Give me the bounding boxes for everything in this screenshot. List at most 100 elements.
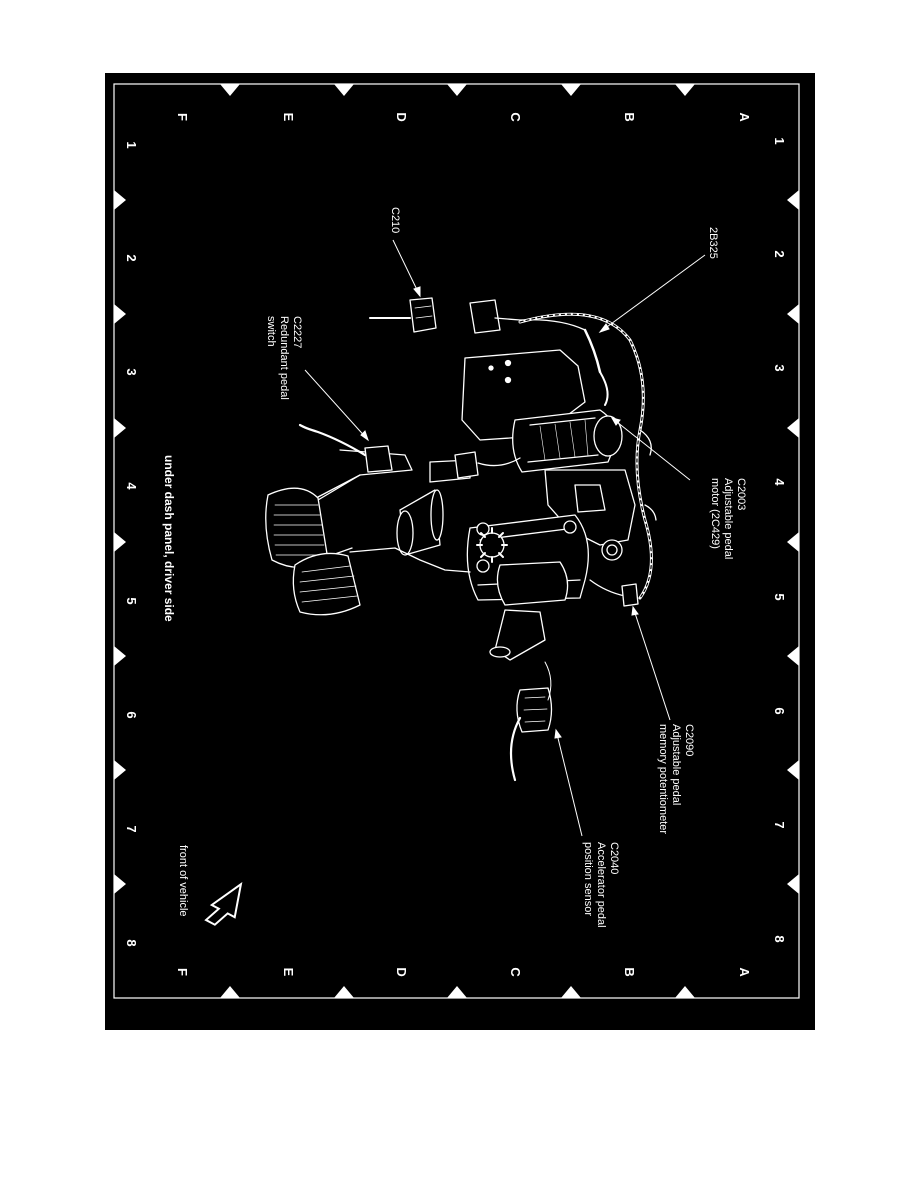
grid-letter-top-D: D bbox=[394, 112, 409, 121]
potentiometer-cable bbox=[589, 579, 626, 597]
brake-switch bbox=[454, 451, 479, 479]
harness-branch bbox=[599, 371, 609, 406]
callout-c2227-line-0: C2227 bbox=[291, 316, 303, 348]
grid-letter-bottom-C: C bbox=[508, 967, 523, 977]
callout-c2003-line-0: C2003 bbox=[735, 478, 747, 510]
grid-tick-top bbox=[220, 84, 240, 96]
callout-c2090-line-0: C2090 bbox=[683, 724, 695, 756]
callout-c2040-line-0: C2040 bbox=[608, 842, 620, 874]
grid-tick-bottom bbox=[447, 986, 467, 998]
grid-tick-right bbox=[787, 760, 799, 780]
diagram-background bbox=[105, 73, 815, 1030]
grid-tick-left bbox=[114, 646, 126, 666]
grid-letter-top-C: C bbox=[508, 112, 523, 122]
harness-branch bbox=[583, 328, 602, 374]
grid-number-left-7: 7 bbox=[124, 825, 139, 832]
housing-bolt bbox=[476, 522, 490, 536]
grid-tick-bottom bbox=[561, 986, 581, 998]
redundant-switch-connector bbox=[364, 445, 393, 473]
grid-tick-bottom bbox=[220, 986, 240, 998]
grid-number-left-6: 6 bbox=[124, 711, 139, 718]
callout-c210-line-0: C210 bbox=[389, 207, 401, 233]
grid-tick-top bbox=[561, 84, 581, 96]
grid-tick-right bbox=[787, 874, 799, 894]
app-sensor-body bbox=[496, 561, 569, 606]
c2003-connector bbox=[469, 299, 501, 334]
accelerator-pedal-pad bbox=[292, 552, 361, 616]
grid-tick-left bbox=[114, 874, 126, 894]
c2003-wire bbox=[494, 317, 586, 331]
grid-number-right-6: 6 bbox=[772, 707, 787, 714]
grid-number-right-7: 7 bbox=[772, 821, 787, 828]
callout-leaders bbox=[304, 239, 706, 837]
grid-tick-right bbox=[787, 532, 799, 552]
pedal-assembly-illustration bbox=[265, 297, 657, 782]
c2040-connector bbox=[516, 687, 553, 733]
c2090-connector bbox=[621, 583, 639, 607]
bracket-bolt bbox=[504, 359, 512, 367]
bracket-bolt bbox=[488, 365, 494, 371]
callout-c2227-line-1: Redundant pedal bbox=[278, 316, 290, 400]
callout-c2003: C2003 Adjustable pedal motor (2C429) bbox=[709, 478, 747, 559]
grid-number-left-2: 2 bbox=[124, 254, 139, 261]
grid-tick-left bbox=[114, 760, 126, 780]
callout-c2227: C2227 Redundant pedal switch bbox=[265, 316, 303, 400]
grid-tick-left bbox=[114, 304, 126, 324]
app-sensor-arm bbox=[494, 609, 546, 661]
grid-number-left-3: 3 bbox=[124, 368, 139, 375]
callout-harness-line-0: 2B325 bbox=[707, 227, 719, 259]
callout-c2227-line-2: switch bbox=[265, 316, 277, 347]
grid-number-right-2: 2 bbox=[772, 250, 787, 257]
grid-number-left-4: 4 bbox=[124, 482, 139, 490]
grid-number-right-4: 4 bbox=[772, 478, 787, 486]
grid-number-left-8: 8 bbox=[124, 939, 139, 946]
grid-tick-right bbox=[787, 304, 799, 324]
grid-ticks bbox=[114, 84, 799, 998]
grid-letter-top-E: E bbox=[281, 113, 296, 122]
grid-tick-left bbox=[114, 532, 126, 552]
callout-c210: C210 bbox=[389, 207, 401, 233]
grid-number-right-3: 3 bbox=[772, 364, 787, 371]
callout-c2090-line-2: memory potentiometer bbox=[657, 724, 669, 834]
grid-number-left-1: 1 bbox=[124, 141, 139, 148]
front-of-vehicle-label: front of vehicle bbox=[177, 845, 189, 917]
grid-letter-top-B: B bbox=[622, 112, 637, 121]
callout-c2090-line-1: Adjustable pedal bbox=[670, 724, 682, 805]
c210-connector bbox=[409, 297, 437, 333]
bracket-bolt bbox=[504, 376, 512, 384]
grid-number-right-5: 5 bbox=[772, 593, 787, 600]
grid-tick-bottom bbox=[675, 986, 695, 998]
grid-letter-top-F: F bbox=[175, 113, 190, 121]
grid-letter-bottom-A: A bbox=[737, 967, 752, 977]
grid-tick-top bbox=[447, 84, 467, 96]
callout-harness-2b325: 2B325 bbox=[707, 227, 719, 259]
callout-c2090: C2090 Adjustable pedal memory potentiome… bbox=[657, 724, 695, 834]
grid-tick-bottom bbox=[334, 986, 354, 998]
grid-letter-bottom-E: E bbox=[281, 968, 296, 977]
motor-end-cap bbox=[593, 415, 623, 457]
callout-c2003-line-1: Adjustable pedal bbox=[722, 478, 734, 559]
support-bracket-hole bbox=[601, 539, 623, 561]
diagram-caption: under dash panel, driver side bbox=[162, 455, 176, 622]
housing-bolt bbox=[563, 520, 577, 534]
grid-labels: A B C D E F A B C D E F 1 2 3 4 5 6 7 8 … bbox=[124, 112, 787, 977]
grid-tick-right bbox=[787, 190, 799, 210]
pedal-arm-accelerator bbox=[349, 547, 471, 573]
redundant-switch-wire bbox=[298, 423, 367, 457]
callout-c2040-line-2: position sensor bbox=[582, 842, 594, 916]
grid-tick-right bbox=[787, 418, 799, 438]
grid-tick-top bbox=[334, 84, 354, 96]
housing-bolt bbox=[476, 559, 490, 573]
grid-letter-top-A: A bbox=[737, 112, 752, 122]
grid-letter-bottom-B: B bbox=[622, 967, 637, 976]
grid-number-left-5: 5 bbox=[124, 597, 139, 604]
grid-number-right-1: 1 bbox=[772, 137, 787, 144]
callout-c2040-line-1: Accelerator pedal bbox=[595, 842, 607, 928]
grid-tick-left bbox=[114, 190, 126, 210]
grid-number-right-8: 8 bbox=[772, 935, 787, 942]
grid-letter-bottom-F: F bbox=[175, 968, 190, 976]
callout-c2003-line-2: motor (2C429) bbox=[709, 478, 721, 549]
grid-tick-right bbox=[787, 646, 799, 666]
c2040-wire bbox=[509, 716, 522, 782]
